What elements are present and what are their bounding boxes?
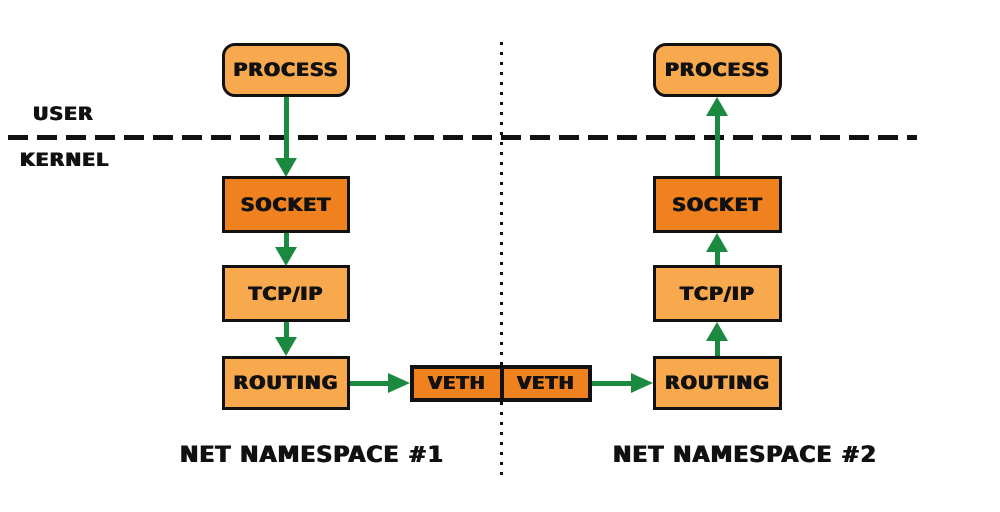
routing-box-ns1: ROUTING xyxy=(222,356,350,410)
veth-box-ns2: VETH xyxy=(502,365,592,402)
namespace2-label: NET NAMESPACE #2 xyxy=(613,443,878,468)
namespace-boundary-dotted-line xyxy=(500,42,503,478)
process-box-ns2: PROCESS xyxy=(653,43,782,97)
socket-box-ns1: SOCKET xyxy=(222,176,350,233)
namespace1-label: NET NAMESPACE #1 xyxy=(180,443,445,468)
user-kernel-boundary-dashed-line xyxy=(8,135,917,140)
user-space-label: USER xyxy=(33,103,94,125)
routing-box-ns2: ROUTING xyxy=(653,356,782,410)
veth-box-ns1: VETH xyxy=(410,365,502,402)
kernel-space-label: KERNEL xyxy=(20,149,110,171)
process-box-ns1: PROCESS xyxy=(222,43,350,97)
socket-box-ns2: SOCKET xyxy=(653,176,782,233)
tcpip-box-ns1: TCP/IP xyxy=(222,265,350,322)
tcpip-box-ns2: TCP/IP xyxy=(653,265,782,322)
